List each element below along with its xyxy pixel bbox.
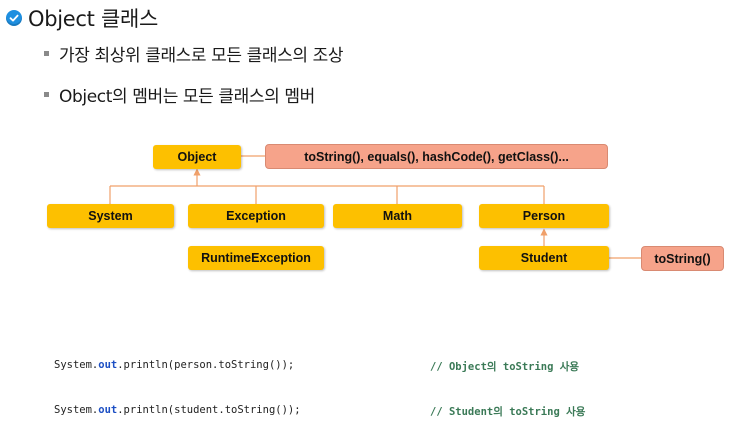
system-class-box: System xyxy=(47,204,174,228)
object-members-box: toString(), equals(), hashCode(), getCla… xyxy=(265,144,608,169)
page-title: Object 클래스 xyxy=(6,4,158,32)
person-class-box: Person xyxy=(479,204,609,228)
code-suffix: .println(student.toString()); xyxy=(117,404,301,416)
bullet-text: 가장 최상위 클래스로 모든 클래스의 조상 xyxy=(59,45,344,66)
student-members-box: toString() xyxy=(641,246,724,271)
code-suffix: .println(person.toString()); xyxy=(117,359,295,371)
title-text: Object 클래스 xyxy=(28,7,159,31)
bullet-item: Object의 멤버는 모든 클래스의 멤버 xyxy=(44,82,315,107)
code-prefix: System. xyxy=(54,404,99,416)
square-bullet-icon xyxy=(44,50,49,56)
student-class-box: Student xyxy=(479,246,609,270)
bullet-item: 가장 최상위 클래스로 모든 클래스의 조상 xyxy=(44,41,344,66)
code-field: out xyxy=(98,404,118,416)
code-line: System.out.println(student.toString()); xyxy=(54,404,301,420)
code-prefix: System. xyxy=(54,359,99,371)
square-bullet-icon xyxy=(44,91,49,97)
math-class-box: Math xyxy=(333,204,462,228)
code-comment: // Student의 toString 사용 xyxy=(430,406,586,418)
exception-class-box: Exception xyxy=(188,204,324,228)
code-comment: // Object의 toString 사용 xyxy=(430,361,580,373)
code-line: System.out.println(person.toString()); xyxy=(54,359,294,375)
runtimeexception-class-box: RuntimeException xyxy=(188,246,324,270)
check-circle-icon xyxy=(6,10,22,26)
code-field: out xyxy=(98,359,118,371)
bullet-text: Object의 멤버는 모든 클래스의 멤버 xyxy=(59,86,315,107)
object-class-box: Object xyxy=(153,145,241,169)
